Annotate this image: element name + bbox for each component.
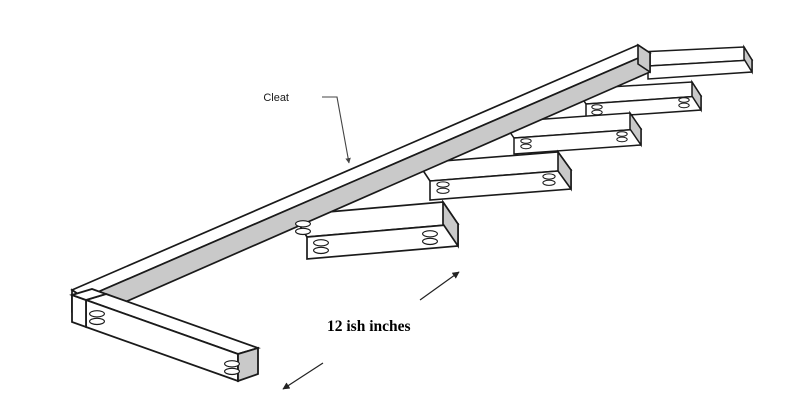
- arm-0-end-cap: [237, 346, 259, 383]
- shelf-arm-1: [291, 199, 460, 260]
- cleat-annotation: Cleat: [263, 92, 351, 164]
- arm-0-near-top-cap: [69, 288, 109, 301]
- shelf-arm-0: [69, 288, 261, 383]
- dimension-line-upper: [419, 271, 460, 301]
- dimension-line-lower: [282, 362, 324, 390]
- dimension-annotation: 12 ish inches: [282, 271, 460, 390]
- shelf-arm-2: [416, 149, 573, 201]
- shelf-arm-5: [637, 44, 754, 80]
- shelf-arm-4: [574, 79, 703, 119]
- arm-3-end-cap: [629, 110, 642, 148]
- cleat-leader-line: [322, 96, 351, 164]
- arm-5-end-cap: [743, 44, 753, 75]
- arm-1-end-cap: [442, 199, 459, 249]
- dimension-label-text: 12 ish inches: [327, 318, 411, 335]
- arm-2-end-cap: [557, 149, 572, 192]
- cleat-label-text: Cleat: [263, 92, 289, 104]
- shelf-arm-3: [501, 110, 643, 155]
- arm-4-end-cap: [691, 79, 702, 113]
- cleat-right-end-cap: [637, 43, 651, 74]
